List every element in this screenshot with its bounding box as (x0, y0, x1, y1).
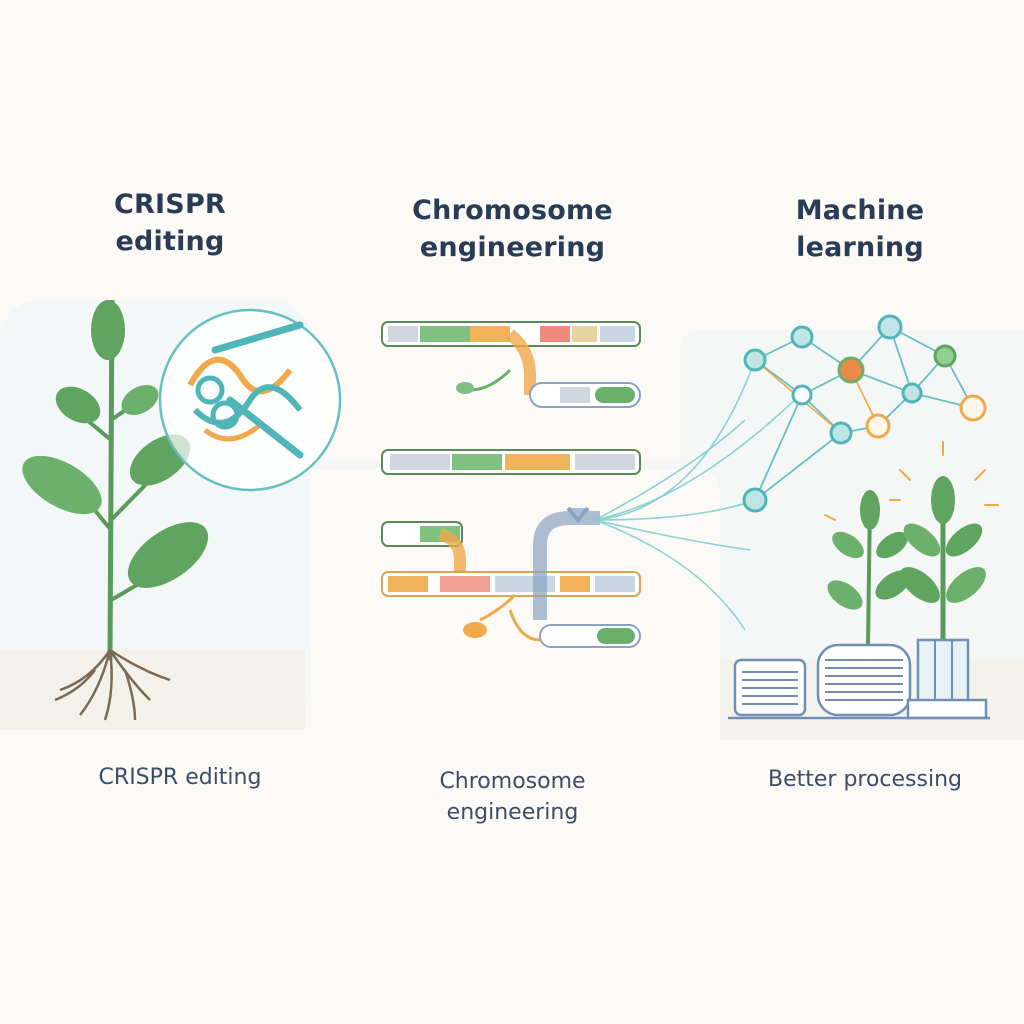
plant-icon (22, 299, 209, 721)
stage-title-chromosome: Chromosome engineering (380, 192, 645, 266)
stage-title-machine-learning: Machine learning (760, 192, 960, 266)
stage-caption-crispr: CRISPR editing (98, 765, 262, 790)
stage-title-line: engineering (419, 232, 606, 263)
stage-title-crispr: CRISPR editing (70, 186, 270, 260)
stage-caption-line: engineering (446, 800, 579, 825)
stage-title-line: CRISPR (114, 189, 226, 220)
stage-title-line: Chromosome (412, 195, 613, 226)
neural-network-icon (742, 314, 987, 513)
dna-scissors-icon (158, 308, 342, 492)
stage-caption-chromosome: Chromosome engineering (400, 766, 625, 828)
stage-title-line: learning (796, 232, 924, 263)
chromosome-icon (381, 321, 641, 648)
bioreactor-icon (728, 441, 999, 720)
stage-title-line: Machine (795, 195, 925, 226)
stage-caption-processing: Better processing (767, 767, 962, 792)
data-flow-lines (594, 359, 801, 631)
stage-caption-line: Chromosome (439, 769, 586, 794)
stage-title-line: editing (115, 226, 225, 257)
